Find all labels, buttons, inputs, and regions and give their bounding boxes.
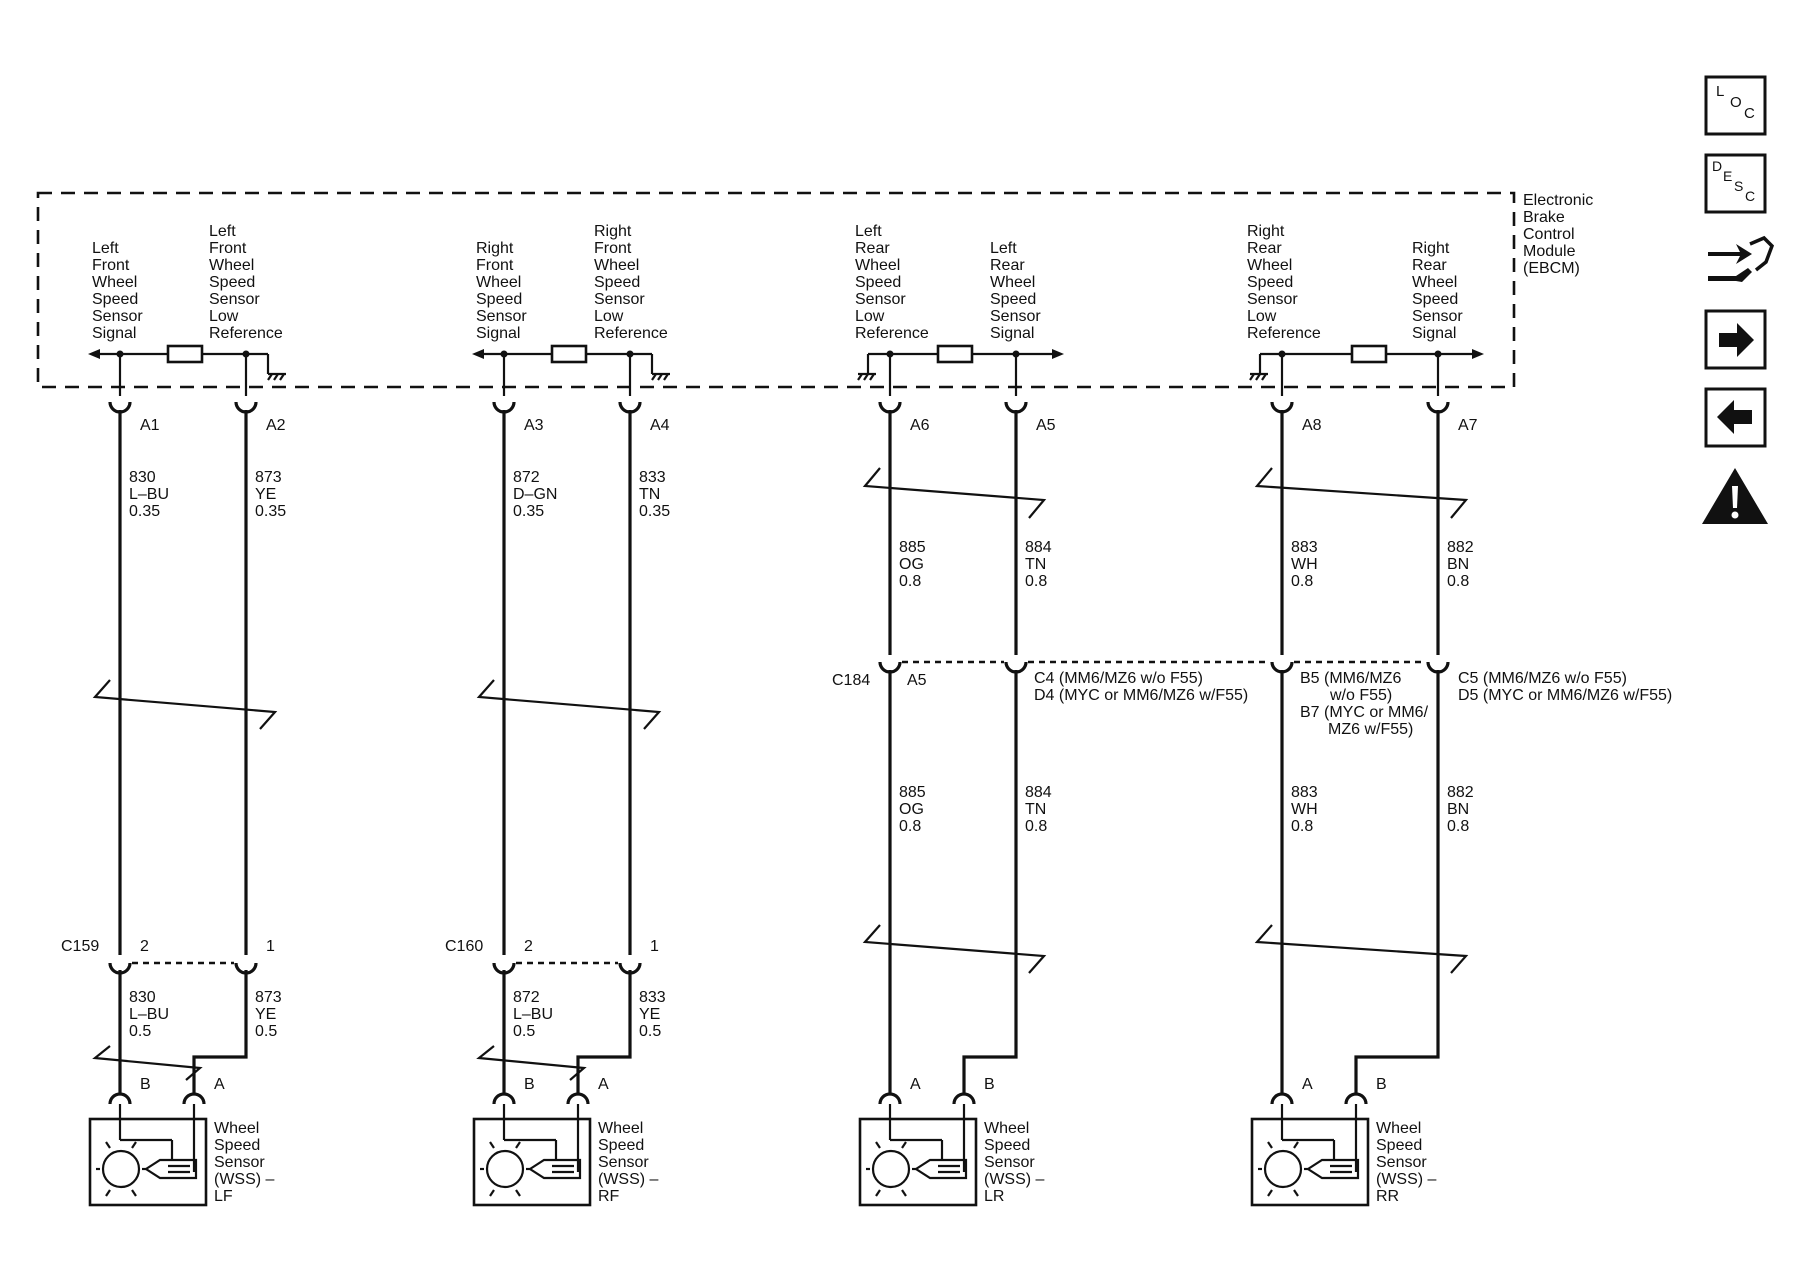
lf-signal-label: Left Front Wheel Speed Sensor Signal xyxy=(92,240,147,342)
lf-tone-wheel-icon xyxy=(96,1141,146,1197)
warning-icon[interactable] xyxy=(1702,468,1768,524)
lf-lowref-label: Left Front Wheel Speed Sensor Low Refere… xyxy=(209,223,283,342)
lf-pin-lowref: A2 xyxy=(266,417,286,434)
rr-lowref-label: Right Rear Wheel Speed Sensor Low Refere… xyxy=(1247,223,1321,342)
lf-sensor-label: Wheel Speed Sensor (WSS) – LF xyxy=(214,1120,279,1205)
rf-tone-wheel-icon xyxy=(480,1141,530,1197)
lf-pin-signal: A1 xyxy=(140,417,160,434)
rf-wire-signal-lower: 872 L–BU 0.5 xyxy=(513,989,557,1040)
rf-signal-label: Right Front Wheel Speed Sensor Signal xyxy=(476,240,531,342)
lr-lowref-label: Left Rear Wheel Speed Sensor Low Referen… xyxy=(855,223,929,342)
lf-connector-pin-signal: 2 xyxy=(140,938,149,955)
lr-wire-signal-lower: 884 TN 0.8 xyxy=(1025,784,1056,835)
rr-tone-wheel-icon xyxy=(1258,1141,1308,1197)
channel-lr: Left Rear Wheel Speed Sensor Low Referen… xyxy=(855,223,1064,1207)
channel-lf: Left Front Wheel Speed Sensor Signal Lef… xyxy=(61,223,286,1207)
rr-wire-lowref-upper: 883 WH 0.8 xyxy=(1291,539,1322,590)
right-arrow-icon[interactable] xyxy=(1704,309,1767,370)
c184-pin-rr-lowref: B5 (MM6/MZ6 w/o F55) B7 (MYC or MM6/ MZ6… xyxy=(1300,670,1432,738)
rf-sensor-pin-signal: B xyxy=(524,1076,535,1093)
rf-pin-signal: A3 xyxy=(524,417,544,434)
lr-wire-lowref-lower: 885 OG 0.8 xyxy=(899,784,930,835)
rf-sensor-element-icon xyxy=(527,1158,582,1180)
svg-text:DESC: DESC xyxy=(1712,158,1755,204)
ground-icon xyxy=(651,372,670,381)
ground-icon xyxy=(1249,372,1268,381)
lr-wire-lowref-upper: 885 OG 0.8 xyxy=(899,539,930,590)
wrench-connector-icon[interactable] xyxy=(1708,235,1775,282)
rr-wire-lowref-lower: 883 WH 0.8 xyxy=(1291,784,1322,835)
svg-text:LOC: LOC xyxy=(1716,83,1755,122)
ground-icon xyxy=(267,372,286,381)
rr-wire-signal-lower: 882 BN 0.8 xyxy=(1447,784,1478,835)
lf-wire-signal-lower: 830 L–BU 0.5 xyxy=(129,989,173,1040)
rr-sensor-element-icon xyxy=(1305,1158,1360,1180)
c184-pin-lr-lowref: A5 xyxy=(907,672,927,689)
rf-pin-lowref: A4 xyxy=(650,417,670,434)
channel-rf: Right Front Wheel Speed Sensor Signal Ri… xyxy=(445,223,670,1207)
c184-pin-rr-signal: C5 (MM6/MZ6 w/o F55) D5 (MYC or MM6/MZ6 … xyxy=(1458,670,1672,704)
c184-pin-lr-signal: C4 (MM6/MZ6 w/o F55) D4 (MYC or MM6/MZ6 … xyxy=(1034,670,1248,704)
rf-wire-lowref-upper: 833 TN 0.35 xyxy=(639,469,670,520)
lr-signal-label: Left Rear Wheel Speed Sensor Signal xyxy=(990,240,1045,342)
left-arrow-icon[interactable] xyxy=(1704,387,1767,448)
rf-sensor-pin-lowref: A xyxy=(598,1076,609,1093)
rf-connector-pin-lowref: 1 xyxy=(650,938,659,955)
rf-connector-name: C160 xyxy=(445,938,483,955)
lf-sensor-element-icon xyxy=(143,1158,198,1180)
ground-icon xyxy=(857,372,876,381)
rr-sensor-pin-lowref: A xyxy=(1302,1076,1313,1093)
lf-connector-pin-lowref: 1 xyxy=(266,938,275,955)
ebcm-boundary xyxy=(36,191,1516,389)
loc-icon[interactable]: LOC xyxy=(1704,75,1767,136)
rr-pin-signal: A7 xyxy=(1458,417,1478,434)
lr-pin-signal: A5 xyxy=(1036,417,1056,434)
c184-name: C184 xyxy=(832,672,870,689)
lf-wire-lowref-upper: 873 YE 0.35 xyxy=(255,469,286,520)
connector-c184: C184 A5 C4 (MM6/MZ6 w/o F55) D4 (MYC or … xyxy=(832,660,1672,738)
rr-pin-lowref: A8 xyxy=(1302,417,1322,434)
rr-sensor-pin-signal: B xyxy=(1376,1076,1387,1093)
rf-lowref-label: Right Front Wheel Speed Sensor Low Refer… xyxy=(594,223,668,342)
rr-signal-label: Right Rear Wheel Speed Sensor Signal xyxy=(1412,240,1467,342)
rf-sensor-label: Wheel Speed Sensor (WSS) – RF xyxy=(598,1120,663,1205)
lr-sensor-label: Wheel Speed Sensor (WSS) – LR xyxy=(984,1120,1049,1205)
module-name: Electronic Brake Control Module (EBCM) xyxy=(1523,192,1598,277)
lr-sensor-pin-signal: B xyxy=(984,1076,995,1093)
lf-wire-lowref-lower: 873 YE 0.5 xyxy=(255,989,286,1040)
desc-icon[interactable]: DESC xyxy=(1704,153,1767,214)
lr-sensor-element-icon xyxy=(913,1158,968,1180)
lr-sensor-pin-lowref: A xyxy=(910,1076,921,1093)
rf-connector-pin-signal: 2 xyxy=(524,938,533,955)
lf-wire-signal-upper: 830 L–BU 0.35 xyxy=(129,469,173,520)
lf-sensor-pin-signal: B xyxy=(140,1076,151,1093)
lf-connector-name: C159 xyxy=(61,938,99,955)
rr-sensor-label: Wheel Speed Sensor (WSS) – RR xyxy=(1376,1120,1441,1205)
channel-rr: Right Rear Wheel Speed Sensor Low Refere… xyxy=(1247,223,1484,1207)
rr-wire-signal-upper: 882 BN 0.8 xyxy=(1447,539,1478,590)
rf-wire-signal-upper: 872 D–GN 0.35 xyxy=(513,469,562,520)
lf-sensor-pin-lowref: A xyxy=(214,1076,225,1093)
rf-wire-lowref-lower: 833 YE 0.5 xyxy=(639,989,670,1040)
lr-wire-signal-upper: 884 TN 0.8 xyxy=(1025,539,1056,590)
lr-pin-lowref: A6 xyxy=(910,417,930,434)
